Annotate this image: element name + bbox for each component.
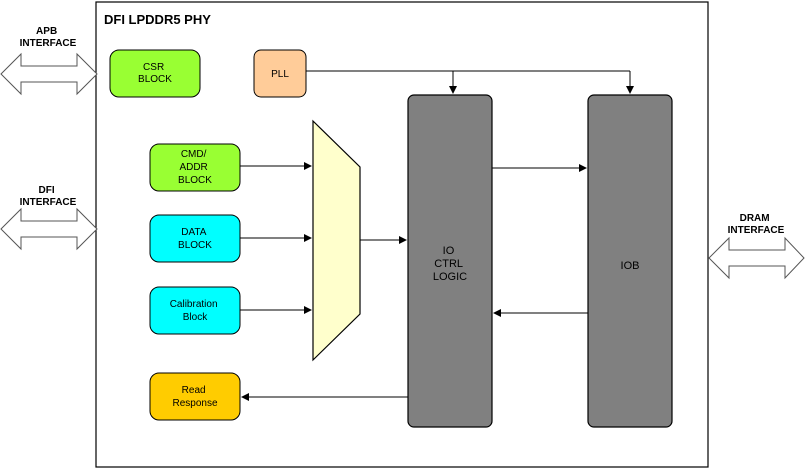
- read-response-block: Read Response: [149, 372, 241, 421]
- calibration-block-label: Calibration Block: [170, 299, 221, 323]
- csr-block: CSR BLOCK: [109, 49, 201, 98]
- iob-label: IOB: [621, 260, 640, 272]
- cmd-addr-block: CMD/ ADDR BLOCK: [149, 143, 241, 192]
- data-block-box: [149, 214, 241, 263]
- calibration-block-box: [149, 286, 241, 335]
- dram-interface: DRAM INTERFACE: [708, 213, 805, 280]
- csr-block-label: CSR BLOCK: [138, 62, 172, 85]
- apb-interface: APB INTERFACE: [0, 26, 98, 96]
- apb-interface-arrow: [0, 52, 98, 96]
- dram-interface-label: DRAM INTERFACE: [728, 213, 785, 236]
- calibration-block: Calibration Block: [149, 286, 241, 335]
- dfi-interface: DFI INTERFACE: [0, 185, 98, 251]
- mux-shape: [312, 119, 361, 362]
- io-ctrl-logic-label: IO CTRL LOGIC: [433, 245, 467, 283]
- phy-title: DFI LPDDR5 PHY: [104, 12, 211, 27]
- data-block-label: DATA BLOCK: [178, 227, 212, 251]
- csr-block-box: [109, 49, 201, 98]
- iob-block: IOB: [587, 94, 673, 428]
- read-response-block-box: [149, 372, 241, 421]
- cmd-addr-block-label: CMD/ ADDR BLOCK: [178, 149, 212, 186]
- cmd-addr-block-box: [149, 143, 241, 192]
- read-response-block-label: Read Response: [172, 385, 217, 409]
- pll-block: PLL: [253, 49, 307, 98]
- pll-block-box: [253, 49, 307, 98]
- io-ctrl-logic-block: IO CTRL LOGIC: [407, 94, 493, 428]
- iob-box: [587, 94, 673, 428]
- io-ctrl-logic-box: [407, 94, 493, 428]
- data-block: DATA BLOCK: [149, 214, 241, 263]
- apb-interface-label: APB INTERFACE: [20, 26, 77, 49]
- dfi-interface-label: DFI INTERFACE: [20, 185, 77, 208]
- dram-interface-arrow: [708, 236, 805, 280]
- dfi-interface-arrow: [0, 207, 98, 251]
- pll-block-label: PLL: [271, 69, 289, 80]
- connections: [240, 70, 634, 401]
